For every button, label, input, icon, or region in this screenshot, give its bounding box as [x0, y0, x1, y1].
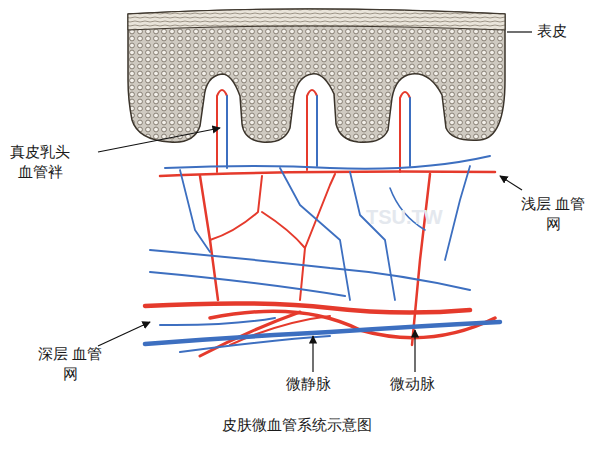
watermark: TSU.TW: [366, 204, 443, 230]
vessel-label: 微动脉: [390, 375, 435, 395]
stratum-corneum: [128, 9, 505, 30]
layer-label: 表皮: [537, 22, 567, 42]
vessels: [145, 90, 500, 356]
vessel-label: 微静脉: [286, 375, 331, 395]
leader-lines: [98, 32, 532, 372]
caption: 皮肤微血管系统示意图: [222, 416, 372, 436]
structure-label: 深层 血管网: [38, 345, 103, 384]
structure-label: 真皮乳头 血管袢: [8, 143, 73, 182]
structure-label: 浅层 血管网: [521, 195, 586, 234]
